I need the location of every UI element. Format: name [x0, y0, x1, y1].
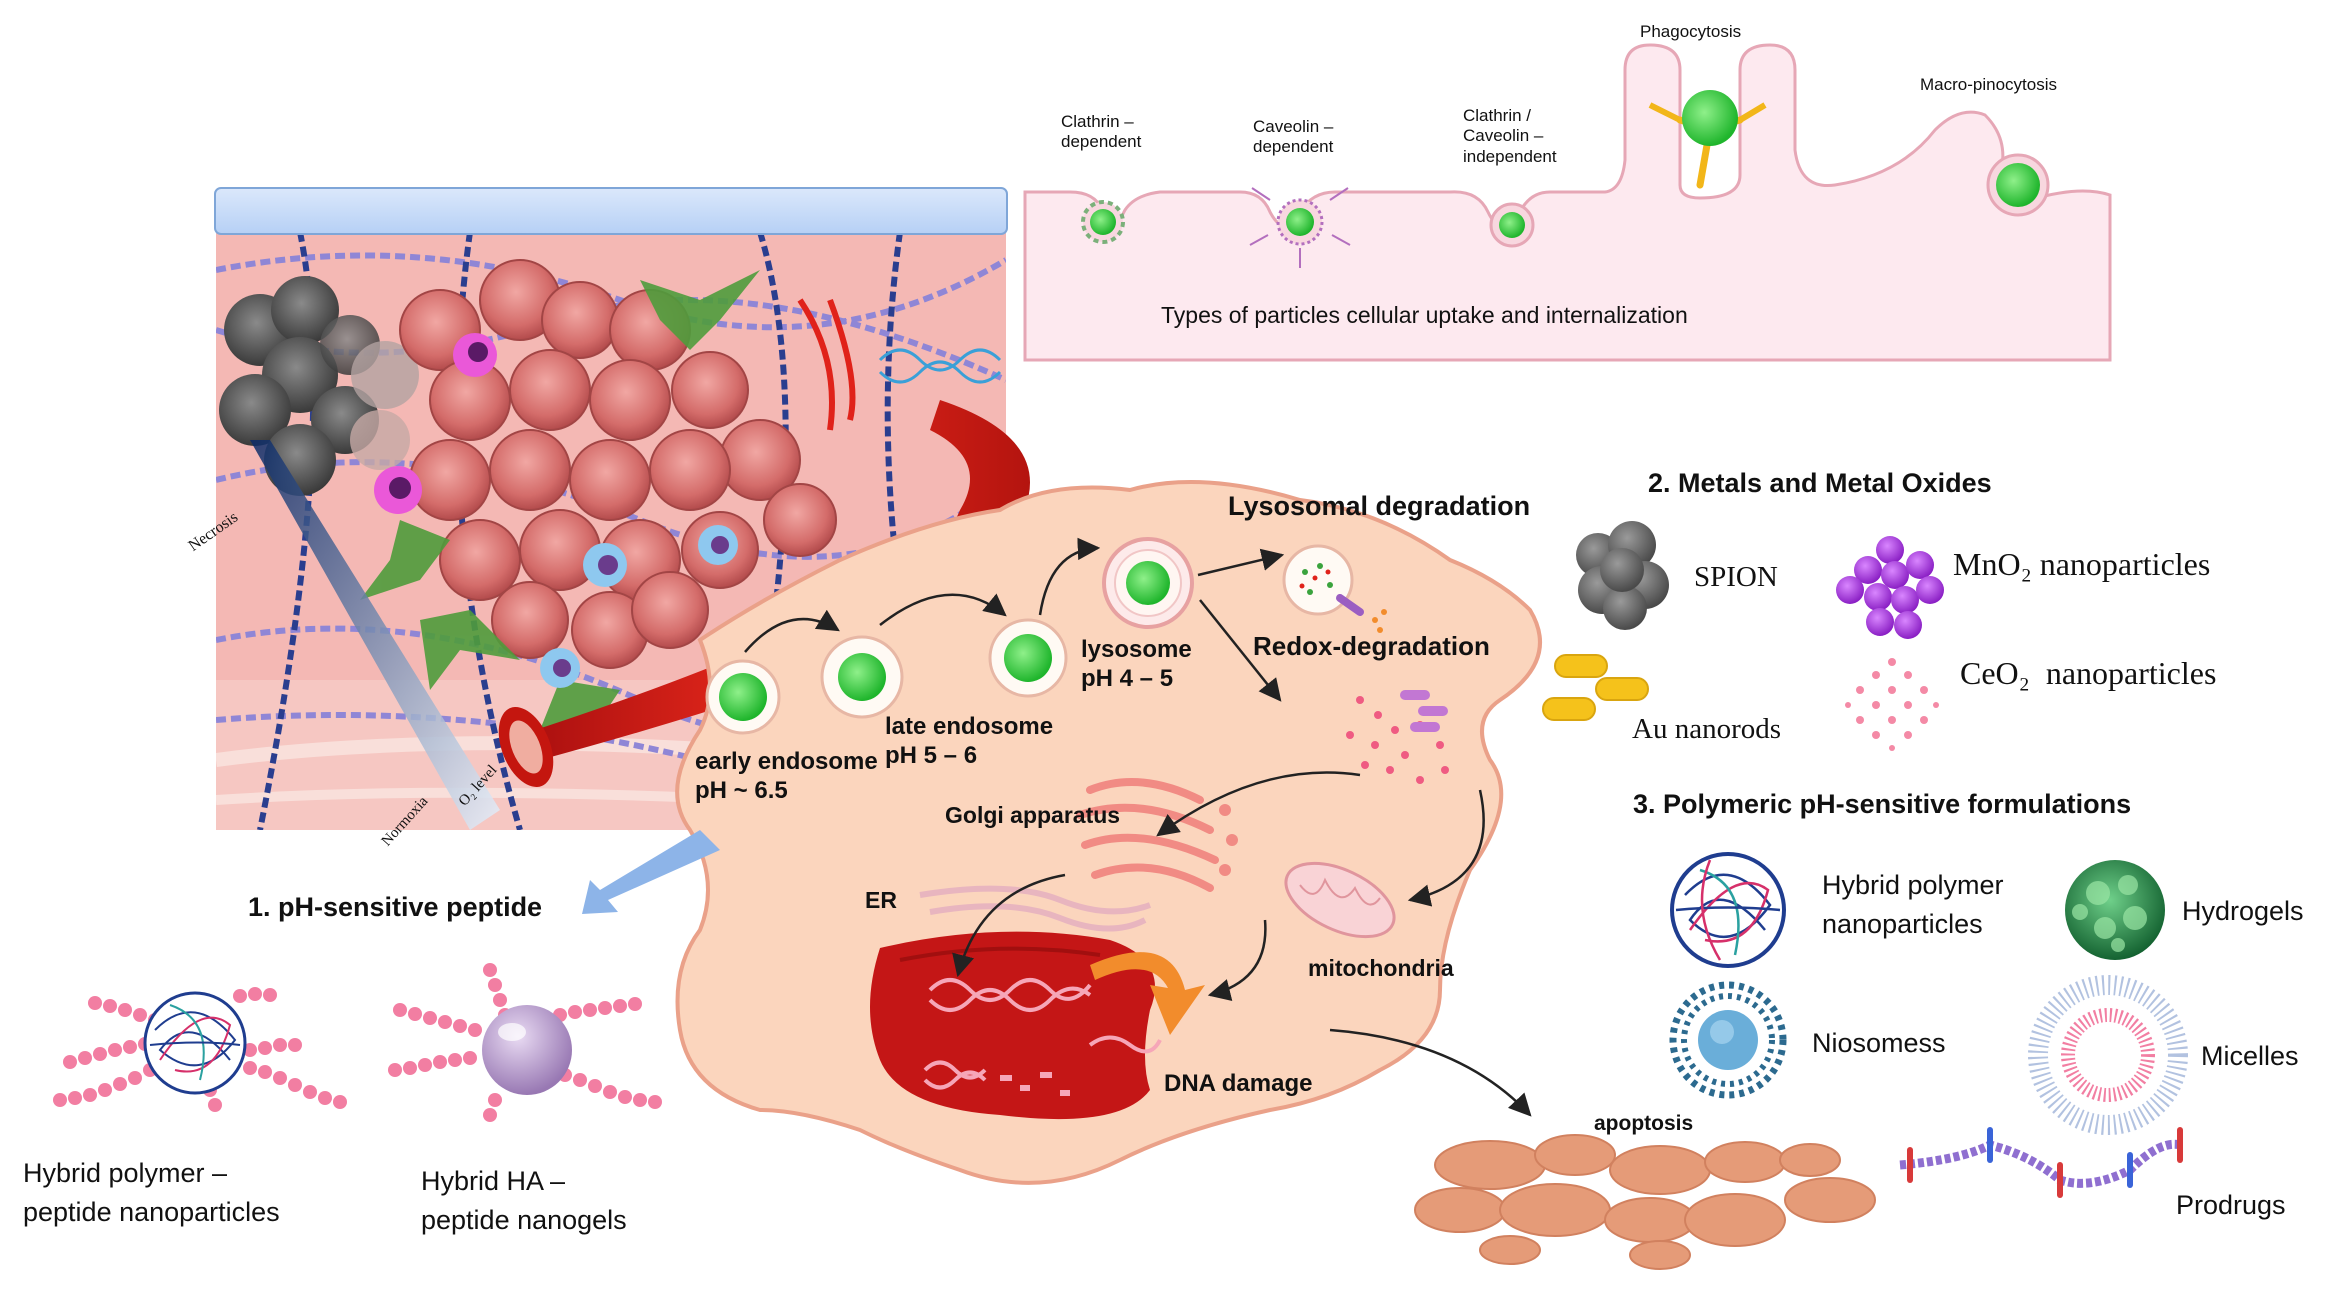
section2-title: 2. Metals and Metal Oxides [1648, 468, 1992, 498]
necrotic-core [219, 276, 419, 496]
niosome [1669, 981, 1787, 1099]
label-phagocytosis: Phagocytosis [1640, 22, 1742, 41]
hybrid-polymer-peptide-np [53, 987, 347, 1112]
uptake-panel [1023, 43, 2112, 362]
label-caveolin: Caveolin – dependent [1253, 117, 1334, 157]
au-nanorods [1542, 654, 1649, 721]
label-niosomes: Niosomess [1812, 1028, 1946, 1058]
damage-arrow [1090, 952, 1205, 1035]
label-clathrin: Clathrin – dependent [1061, 112, 1142, 152]
tumor-panel-header [214, 187, 1008, 235]
label-prodrugs: Prodrugs [2176, 1190, 2286, 1220]
label-spion: SPION [1694, 561, 1778, 593]
label-clathrin-caveolin-independent: Clathrin / Caveolin – independent [1463, 106, 1557, 166]
golgi-apparatus [1076, 778, 1238, 892]
dna-accents [878, 348, 1002, 384]
label-mno2: MnO₂ nanoparticles [1953, 546, 2211, 582]
spion-cluster [1576, 521, 1669, 630]
independent-vesicle [1489, 202, 1535, 248]
cell [675, 480, 1876, 1270]
label-micelles: Micelles [2201, 1041, 2299, 1071]
nucleus [870, 931, 1205, 1120]
macropinocytosis-vesicle [1986, 153, 2050, 217]
section3-title: 3. Polymeric pH-sensitive formulations [1633, 789, 2132, 819]
label-lysosome: lysosome pH 4 – 5 [1081, 636, 1192, 692]
capillaries [797, 298, 856, 431]
mid-endosome [988, 618, 1068, 698]
mno2-cluster [1836, 536, 1944, 639]
dna-strands [923, 978, 1162, 1090]
mitochondria [1284, 861, 1396, 939]
membrane-region [1023, 43, 2112, 362]
caveolin-pit [1249, 187, 1351, 268]
label-mitochondria: mitochondria [1308, 955, 1454, 981]
degrading-lysosome [1282, 544, 1387, 633]
fibroblasts [360, 270, 760, 730]
uptake-caption: Types of particles cellular uptake and i… [1161, 302, 1688, 328]
phagocytosis-particle [1648, 90, 1767, 189]
label-lysosomal-degradation: Lysosomal degradation [1228, 491, 1531, 521]
label-er: ER [865, 887, 897, 913]
label-hybrid-ha-peptide: Hybrid HA – peptide nanogels [421, 1166, 627, 1236]
hybrid-ha-peptide-nanogel [388, 963, 662, 1122]
micelle [2028, 975, 2188, 1135]
label-redox-degradation: Redox-degradation [1253, 631, 1490, 661]
oxygen-gradient-wedge [250, 440, 500, 830]
label-hybrid-polymer-np: Hybrid polymer nanoparticles [1822, 870, 2004, 940]
label-early-endosome: early endosome pH ~ 6.5 [695, 748, 878, 804]
lysosome [1102, 537, 1194, 629]
tumor-to-peptide-arrow [582, 830, 720, 914]
released-cargo [1346, 690, 1449, 784]
label-hydrogels: Hydrogels [2182, 896, 2304, 926]
prodrug-chain [1899, 1127, 2183, 1198]
label-hybrid-polymer-peptide: Hybrid polymer – peptide nanoparticles [23, 1158, 280, 1228]
clathrin-pit [1081, 200, 1125, 244]
hybrid-polymer-np [1670, 852, 1786, 968]
label-macropinocytosis: Macro-pinocytosis [1920, 75, 2057, 94]
label-golgi: Golgi apparatus [945, 802, 1121, 828]
immune-cells [374, 333, 738, 688]
label-ceo2: CeO₂ nanoparticles [1960, 655, 2217, 691]
pathway-arrows [744, 537, 1532, 1117]
label-dna-damage: DNA damage [1164, 1070, 1313, 1097]
label-apoptosis: apoptosis [1594, 1112, 1694, 1135]
label-au-nanorods: Au nanorods [1632, 713, 1782, 745]
section1-title: 1. pH-sensitive peptide [248, 892, 543, 922]
endoplasmic-reticulum [919, 885, 1152, 932]
early-endosome [705, 659, 781, 735]
late-endosome [820, 635, 904, 719]
apoptotic-bodies [1414, 1134, 1876, 1270]
ceo2-dots [1845, 658, 1939, 751]
hydrogel [2065, 860, 2165, 960]
label-late-endosome: late endosome pH 5 – 6 [885, 713, 1054, 769]
